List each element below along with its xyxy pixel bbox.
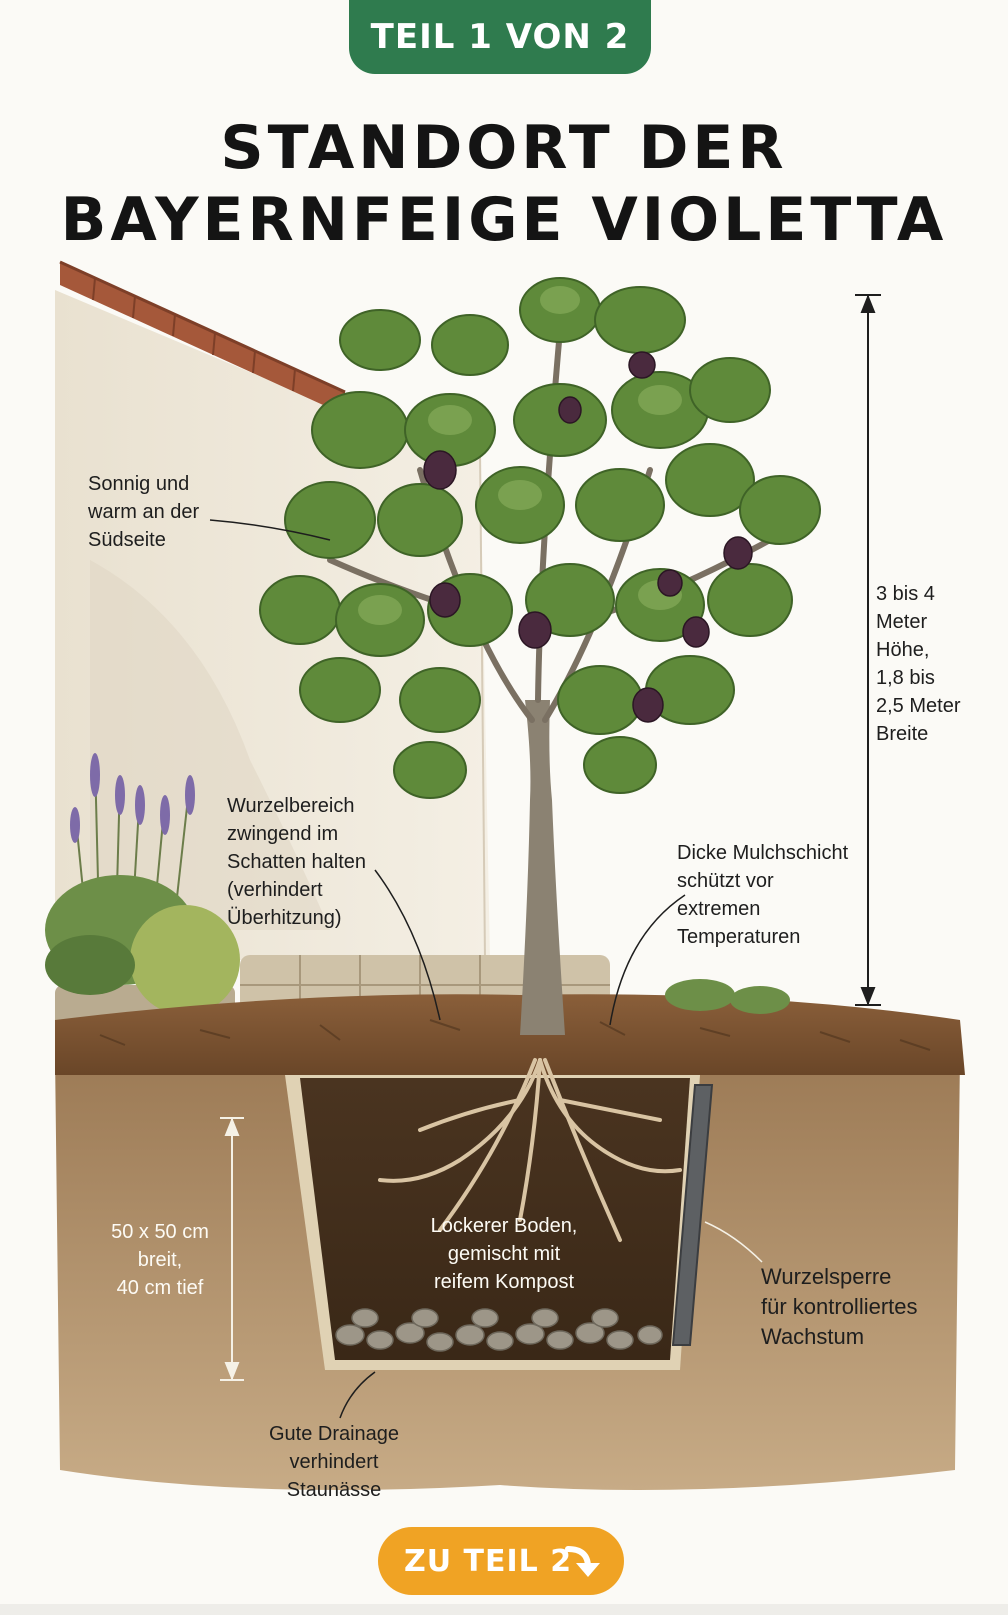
pit-depth-dimension-line: [220, 1117, 244, 1381]
root-barrier: [671, 1084, 714, 1346]
label-line: Schatten halten: [227, 851, 366, 873]
label-tree-size: 3 bis 4 Meter Höhe, 1,8 bis 2,5 Meter Br…: [876, 580, 960, 748]
label-drainage: Gute Drainage verhindert Staunässe: [260, 1420, 408, 1504]
label-line: Gute Drainage: [268, 1423, 400, 1445]
label-line: Sonnig und: [88, 473, 190, 495]
label-sun-location: Sonnig und warm an der Südseite: [88, 470, 199, 554]
label-line: 2,5 Meter: [876, 695, 961, 717]
label-line: Wurzelbereich: [227, 795, 355, 817]
label-line: breit,: [137, 1249, 183, 1271]
arrow-down-right-icon: [562, 1539, 606, 1591]
label-line: 40 cm tief: [116, 1277, 204, 1299]
title-line-1: STANDORT DER: [220, 113, 788, 183]
label-line: Temperaturen: [677, 926, 801, 948]
label-line: 50 x 50 cm: [111, 1221, 209, 1243]
label-line: Breite: [876, 723, 929, 745]
small-plant-right: [665, 979, 790, 1014]
label-root-barrier: Wurzelsperre für kontrolliertes Wachstum: [761, 1262, 918, 1352]
label-line: Lockerer Boden,: [430, 1215, 578, 1237]
figs: [423, 351, 753, 723]
canopy-highlights: [358, 286, 682, 625]
label-line: reifem Kompost: [433, 1271, 575, 1293]
label-line: extremen: [677, 898, 761, 920]
label-pit-size: 50 x 50 cm breit, 40 cm tief: [98, 1218, 222, 1302]
label-line: schützt vor: [677, 870, 774, 892]
tree-roots: [378, 1058, 682, 1242]
label-line: (verhindert: [227, 879, 323, 901]
label-line: 3 bis 4: [876, 583, 935, 605]
label-line: verhindert: [289, 1451, 379, 1473]
next-part-button-label: ZU TEIL 2: [404, 1543, 573, 1579]
label-line: Überhitzung): [227, 907, 342, 929]
title-line-2: BAYERNFEIGE VIOLETTA: [60, 185, 948, 255]
planting-pit: [285, 1058, 714, 1370]
label-line: Dicke Mulchschicht: [677, 842, 849, 864]
mulch-layer: [55, 994, 965, 1075]
roof-tiles: [59, 260, 346, 415]
label-line: Meter: [876, 611, 928, 633]
part-badge: TEIL 1 VON 2: [349, 0, 651, 74]
label-mulch-layer: Dicke Mulchschicht schützt vor extremen …: [677, 839, 848, 951]
label-line: Wurzelsperre: [761, 1264, 892, 1289]
bottom-divider: [0, 1604, 1008, 1615]
label-line: für kontrolliertes: [761, 1294, 918, 1319]
label-line: gemischt mit: [447, 1243, 561, 1265]
label-loose-soil: Lockerer Boden, gemischt mit reifem Komp…: [414, 1212, 594, 1296]
label-line: Höhe,: [876, 639, 930, 661]
label-line: Südseite: [88, 529, 166, 551]
label-line: Staunässe: [286, 1479, 382, 1501]
callout-leader-lines: [209, 519, 763, 1419]
lavender-plant: [45, 753, 240, 1015]
page-title: STANDORT DER BAYERNFEIGE VIOLETTA: [0, 112, 1008, 256]
drainage-gravel: [335, 1308, 663, 1352]
label-line: warm an der: [88, 501, 200, 523]
label-line: 1,8 bis: [876, 667, 935, 689]
label-line: Wachstum: [761, 1324, 865, 1349]
label-line: zwingend im: [227, 823, 339, 845]
next-part-button[interactable]: ZU TEIL 2: [378, 1527, 624, 1595]
label-root-shade: Wurzelbereich zwingend im Schatten halte…: [227, 792, 366, 932]
height-dimension-line: [855, 294, 881, 1006]
